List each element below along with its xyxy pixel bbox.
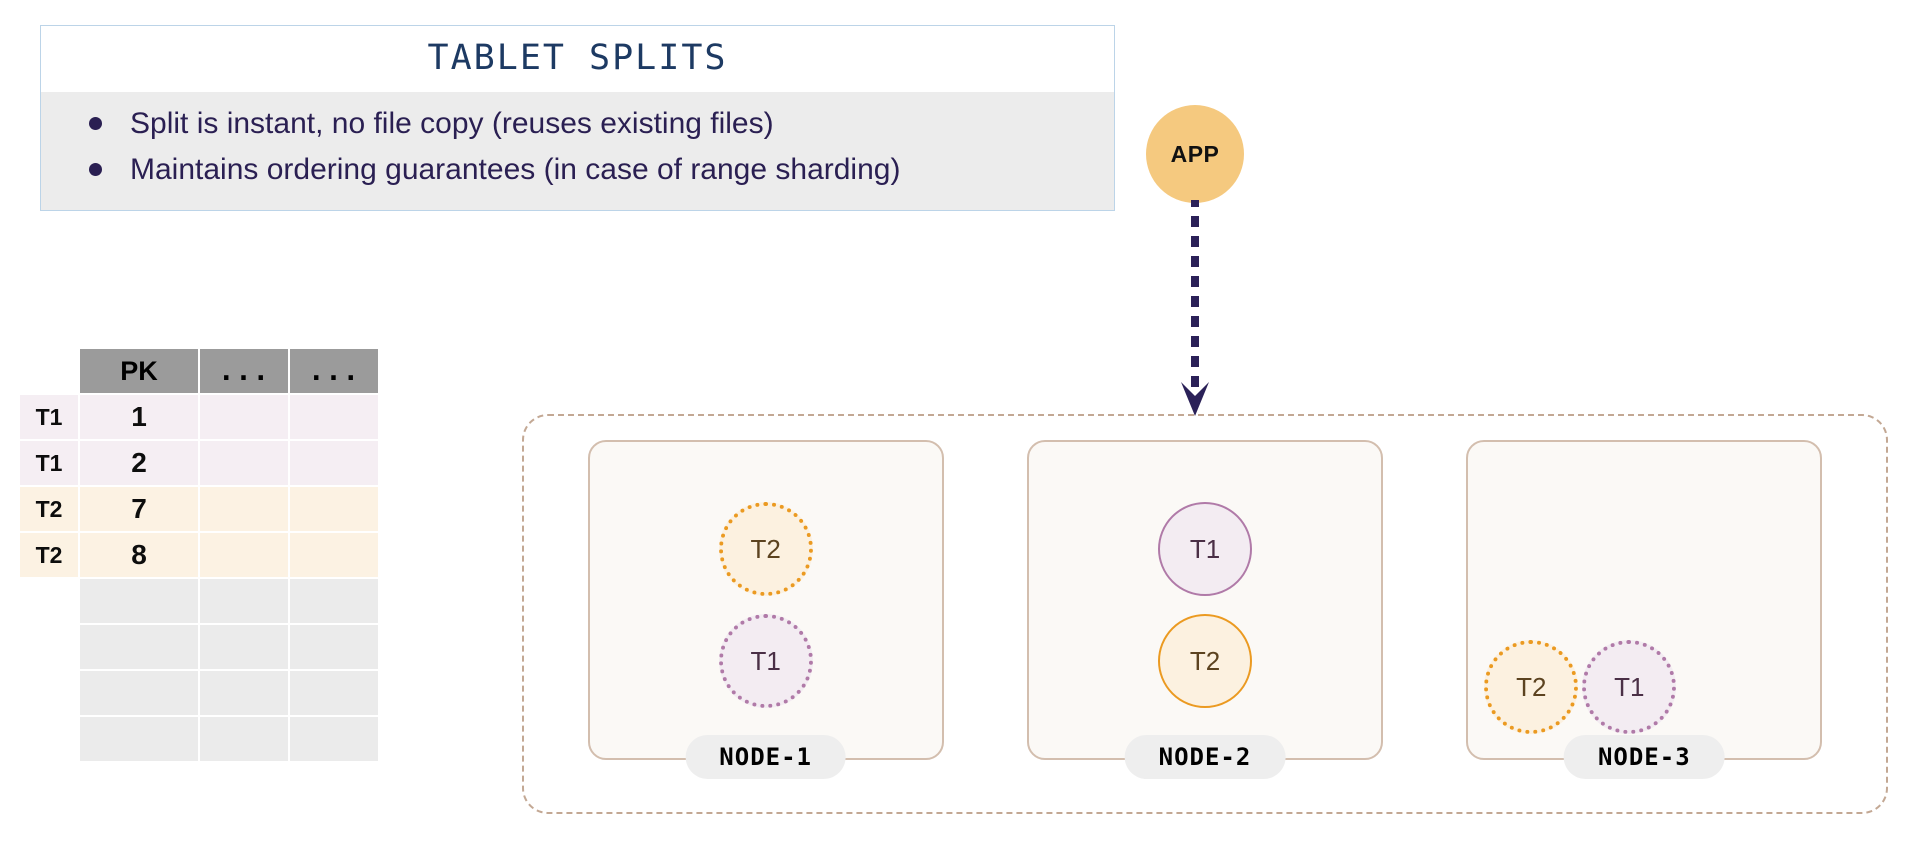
node-3: T2 T1 NODE-3	[1466, 440, 1823, 779]
node-label: NODE-3	[1563, 735, 1725, 779]
cell-c2	[200, 579, 288, 623]
bullet-text: Split is instant, no file copy (reuses e…	[130, 107, 774, 140]
app-to-cluster-arrow-icon	[1181, 200, 1209, 416]
cell-c2	[200, 717, 288, 761]
app-node: APP	[1146, 105, 1244, 203]
column-header-pk: PK	[80, 349, 198, 393]
cell-c3	[290, 579, 378, 623]
row-tablet-label: T2	[20, 533, 78, 577]
row-tablet-label	[20, 717, 78, 761]
cell-pk: 1	[80, 395, 198, 439]
node-1: T2 T1 NODE-1	[587, 440, 944, 779]
cell-c2	[200, 625, 288, 669]
pk-table: PK ... ... T1 1 T1 2 T2 7	[18, 347, 380, 763]
tablet-t2: T2	[1157, 614, 1252, 708]
tablet-t1: T1	[1157, 502, 1252, 596]
table-header-row: PK ... ...	[20, 349, 378, 393]
cell-c3	[290, 441, 378, 485]
bullet-text: Maintains ordering guarantees (in case o…	[130, 152, 901, 186]
cell-c3	[290, 717, 378, 761]
tablet-t2: T2	[718, 502, 813, 596]
row-tablet-label	[20, 625, 78, 669]
tablet-splits-callout: TABLET SPLITS Split is instant, no file …	[40, 25, 1115, 211]
table-row	[20, 671, 378, 715]
table-row: T2 8	[20, 533, 378, 577]
cell-c2	[200, 441, 288, 485]
table-row	[20, 579, 378, 623]
tablet-label: T1	[1189, 533, 1221, 564]
row-tablet-label	[20, 579, 78, 623]
callout-title: TABLET SPLITS	[41, 26, 1114, 92]
row-tablet-label	[20, 671, 78, 715]
app-label: APP	[1170, 140, 1220, 167]
row-tablet-label: T1	[20, 441, 78, 485]
table-row: T2 7	[20, 487, 378, 531]
bullet-dot-icon	[89, 117, 102, 130]
node-label: NODE-2	[1124, 735, 1286, 779]
bullet-item: Maintains ordering guarantees (in case o…	[67, 146, 1088, 192]
cell-c2	[200, 671, 288, 715]
table-row: T1 1	[20, 395, 378, 439]
row-tablet-label: T1	[20, 395, 78, 439]
tablet-t1: T1	[1582, 640, 1677, 734]
bullet-dot-icon	[89, 162, 102, 176]
node-2: T1 T2 NODE-2	[1026, 440, 1383, 779]
callout-body: Split is instant, no file copy (reuses e…	[41, 92, 1114, 210]
row-tablet-label: T2	[20, 487, 78, 531]
tablet-label: T2	[1189, 645, 1221, 676]
node-label: NODE-1	[685, 735, 847, 779]
cell-c3	[290, 625, 378, 669]
cell-c3	[290, 671, 378, 715]
cell-c3	[290, 395, 378, 439]
cell-c2	[200, 395, 288, 439]
cell-pk	[80, 717, 198, 761]
cell-c3	[290, 487, 378, 531]
table-corner-cell	[20, 349, 78, 393]
cell-pk	[80, 579, 198, 623]
cell-c3	[290, 533, 378, 577]
column-header-dots-2: ...	[290, 349, 378, 393]
cell-pk: 7	[80, 487, 198, 531]
cell-pk: 8	[80, 533, 198, 577]
column-header-dots-1: ...	[200, 349, 288, 393]
table-row	[20, 625, 378, 669]
bullet-item: Split is instant, no file copy (reuses e…	[67, 100, 1088, 146]
cell-c2	[200, 533, 288, 577]
tablet-label: T2	[1516, 671, 1547, 702]
cell-pk	[80, 625, 198, 669]
cell-pk	[80, 671, 198, 715]
cluster-container: T2 T1 NODE-1 T1 T2 NODE-2	[522, 414, 1888, 814]
cell-c2	[200, 487, 288, 531]
table-row	[20, 717, 378, 761]
tablet-label: T2	[750, 533, 781, 564]
tablet-label: T1	[1614, 671, 1645, 702]
tablet-t2: T2	[1484, 640, 1579, 734]
table-row: T1 2	[20, 441, 378, 485]
cell-pk: 2	[80, 441, 198, 485]
tablet-t1: T1	[718, 614, 813, 708]
tablet-label: T1	[750, 645, 781, 676]
